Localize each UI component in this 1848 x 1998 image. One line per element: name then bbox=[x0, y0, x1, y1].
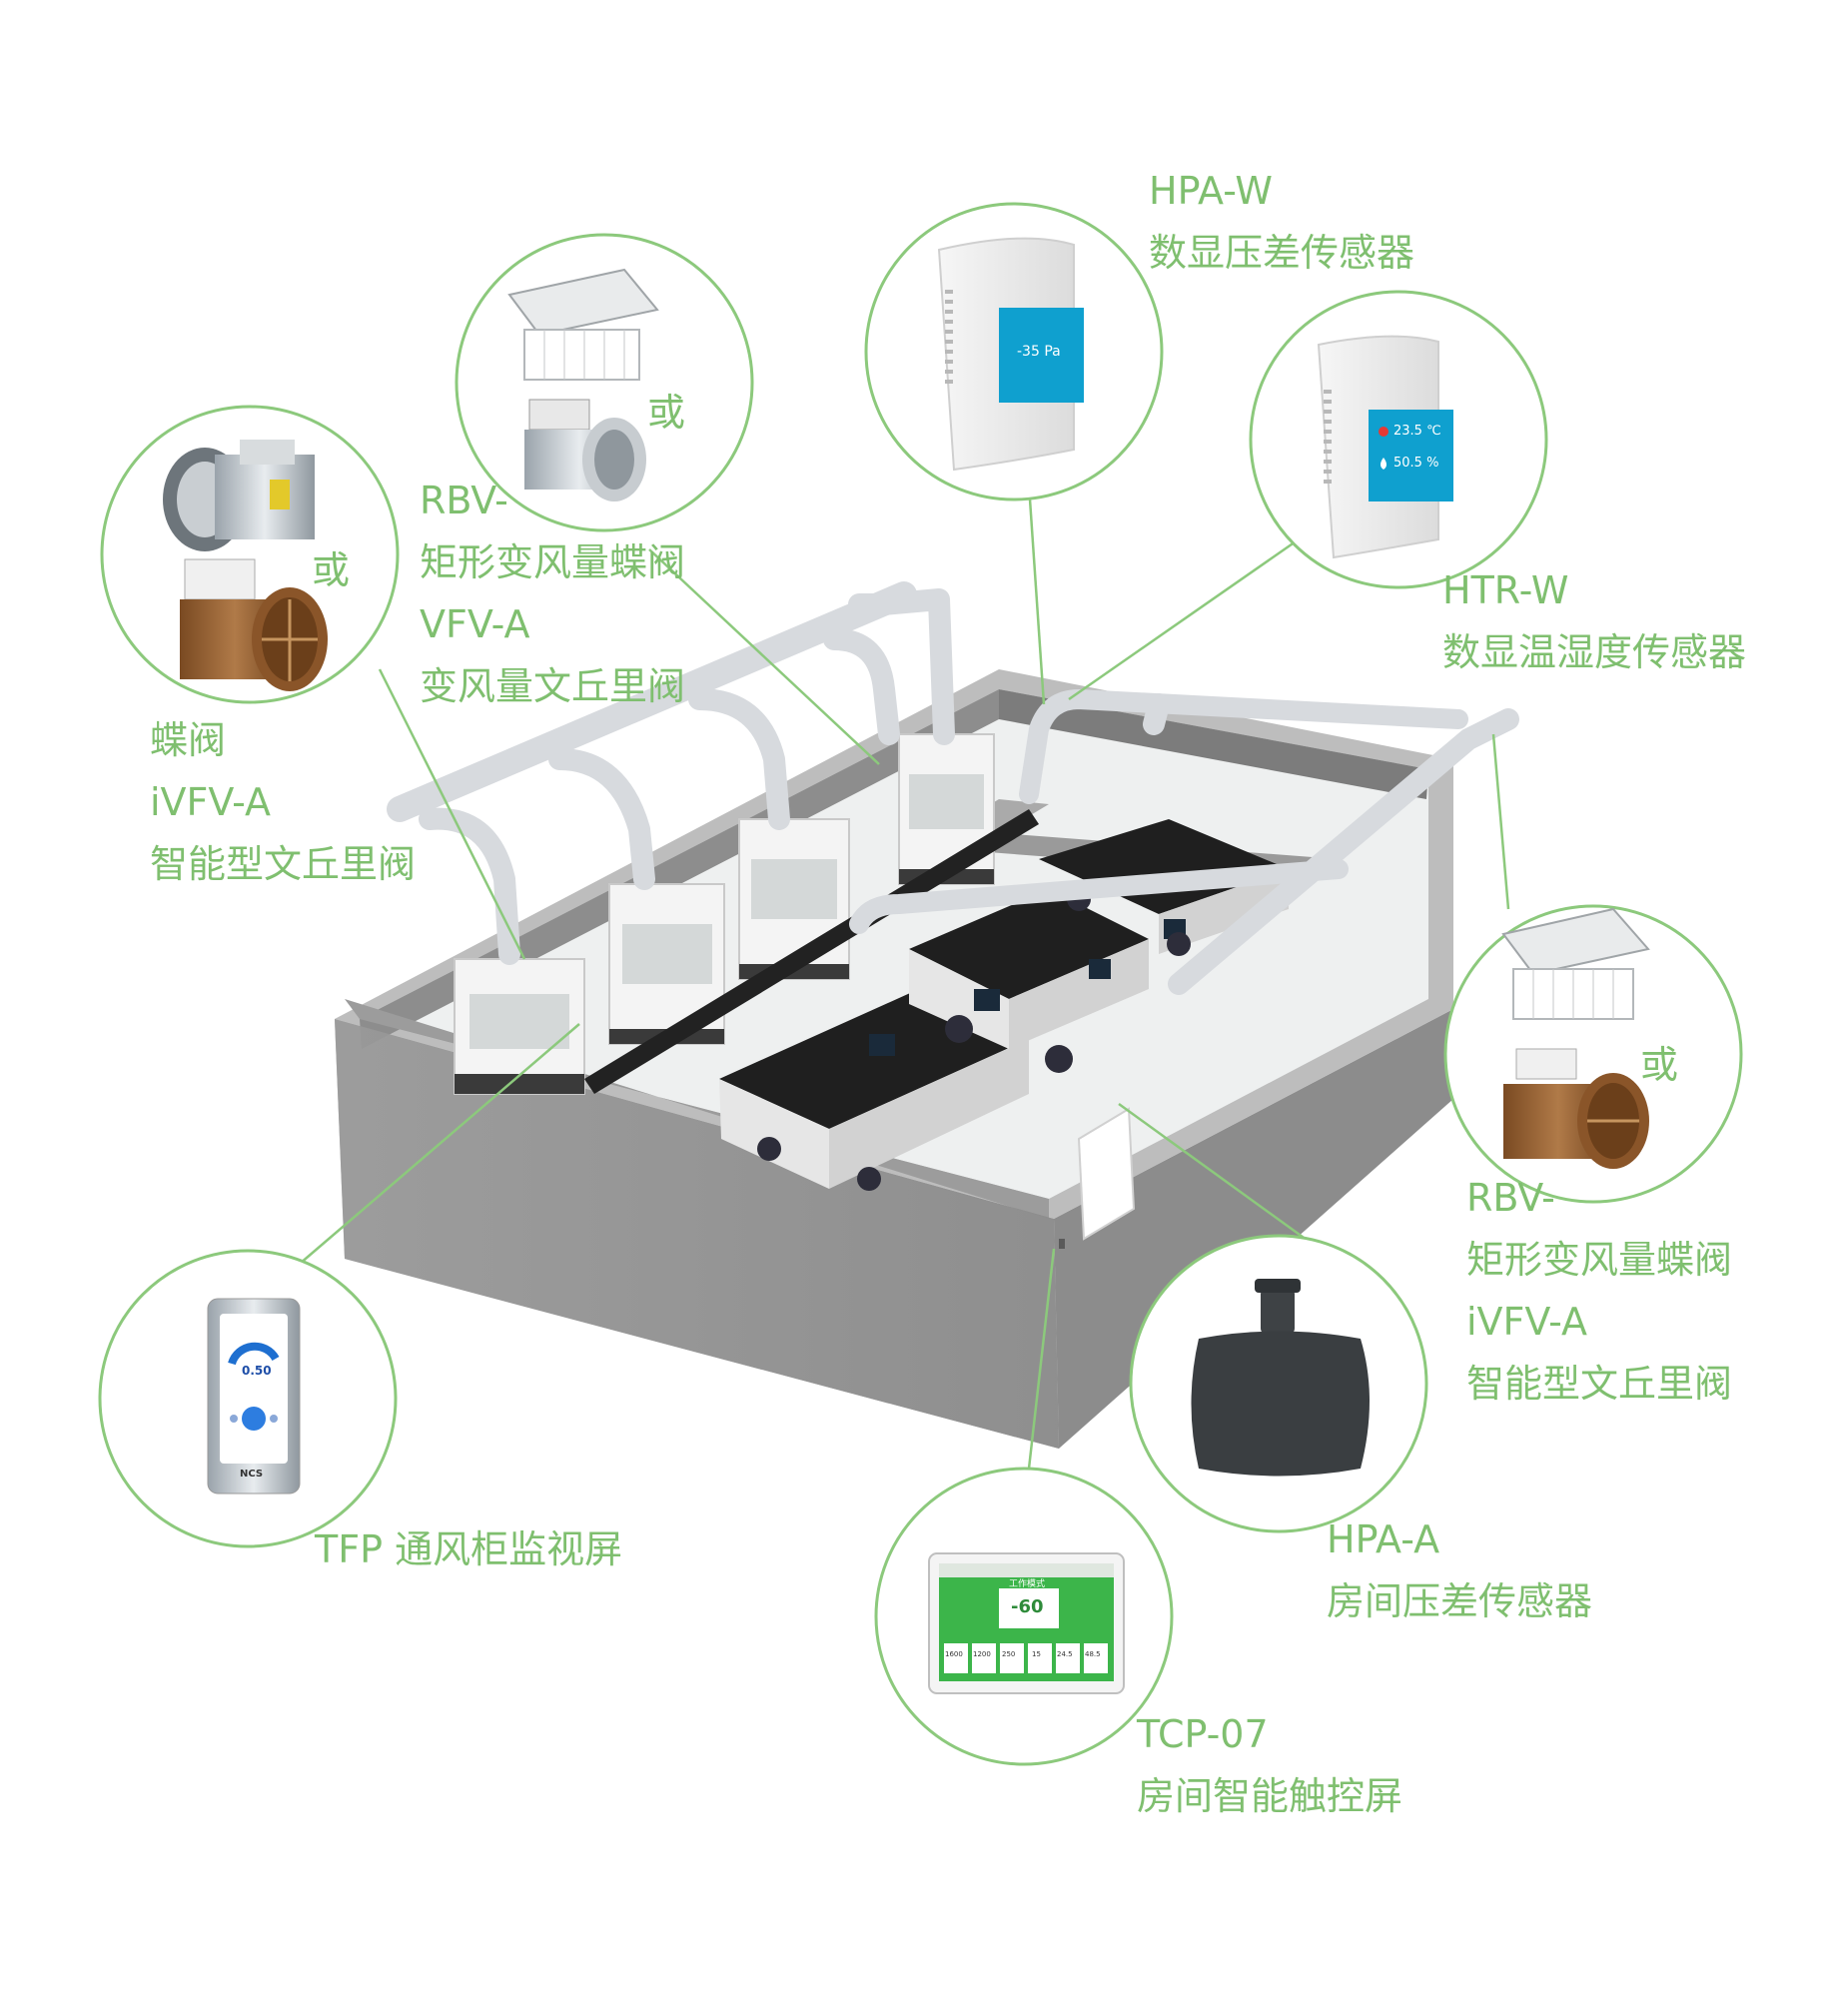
label-code: iVFV-A bbox=[1466, 1300, 1588, 1344]
ductwork bbox=[387, 581, 1519, 995]
label-code: HTR-W bbox=[1442, 568, 1569, 612]
tfp-monitor-device bbox=[207, 1298, 301, 1495]
tcp-cell: 250 bbox=[1002, 1650, 1016, 1658]
label-name: 变风量文丘里阀 bbox=[420, 664, 686, 708]
label-name: 数显温湿度传感器 bbox=[1442, 630, 1747, 674]
or-word-right: 或 bbox=[1640, 1043, 1679, 1087]
tcp-cell: 48.5 bbox=[1085, 1650, 1101, 1658]
hpa-w-screen-reading: -35 Pa bbox=[1017, 344, 1061, 360]
hpa-w-sensor-device bbox=[937, 237, 1084, 472]
tcp-header-text: 工作模式 bbox=[1009, 1579, 1046, 1589]
tcp-screen-value: -60 bbox=[1011, 1596, 1044, 1617]
label-code: VFV-A bbox=[420, 602, 530, 646]
label-name: 数显压差传感器 bbox=[1149, 231, 1415, 275]
label-name: 房间压差传感器 bbox=[1327, 1579, 1593, 1623]
tcp-cell: 24.5 bbox=[1057, 1650, 1073, 1658]
rectangular-damper-and-butterfly-right bbox=[1501, 907, 1650, 1169]
tfp-screen-value: 0.50 bbox=[242, 1364, 272, 1378]
rectangular-damper-and-venturi-top bbox=[507, 268, 659, 501]
label-rbv-right: RBV- 矩形变风量蝶阀 iVFV-A 智能型文丘里阀 bbox=[1466, 1167, 1732, 1415]
fume-hoods bbox=[454, 733, 1039, 1095]
label-hpa-a: HPA-A 房间压差传感器 bbox=[1327, 1508, 1592, 1632]
label-name: 蝶阀 bbox=[150, 718, 227, 762]
label-code: RBV- bbox=[420, 479, 508, 522]
label-name: 智能型文丘里阀 bbox=[150, 842, 417, 886]
label-tcp-07: TCP-07 房间智能触控屏 bbox=[1137, 1703, 1402, 1827]
venturi-and-butterfly-valve-left bbox=[163, 440, 328, 691]
htr-w-temp-reading: 23.5 ℃ bbox=[1393, 424, 1441, 439]
or-word-top: 或 bbox=[647, 391, 686, 435]
tfp-brand-logo: NCS bbox=[240, 1469, 264, 1480]
label-butterfly-left: 蝶阀 iVFV-A 智能型文丘里阀 bbox=[150, 709, 416, 895]
label-tfp: TFP 通风柜监视屏 bbox=[315, 1518, 622, 1580]
label-code: HPA-W bbox=[1149, 169, 1273, 213]
droplet-icon bbox=[1381, 458, 1386, 470]
tcp-cell: 1200 bbox=[973, 1650, 991, 1658]
label-text: TFP 通风柜监视屏 bbox=[315, 1527, 623, 1571]
label-hpa-w: HPA-W 数显压差传感器 bbox=[1149, 160, 1414, 284]
label-name: 矩形变风量蝶阀 bbox=[420, 540, 686, 584]
or-word-left: 或 bbox=[312, 548, 351, 592]
htr-w-sensor-device bbox=[1317, 335, 1453, 559]
label-name: 智能型文丘里阀 bbox=[1466, 1362, 1733, 1406]
tcp-07-touch-panel-device bbox=[928, 1552, 1125, 1694]
lab-benches bbox=[719, 819, 1289, 1191]
label-name: 矩形变风量蝶阀 bbox=[1466, 1238, 1733, 1282]
label-name: 房间智能触控屏 bbox=[1137, 1774, 1403, 1818]
tcp-cell: 1600 bbox=[945, 1650, 963, 1658]
label-htr-w: HTR-W 数显温湿度传感器 bbox=[1442, 559, 1746, 683]
hpa-a-sensor-device bbox=[1191, 1279, 1370, 1477]
tcp-cell: 15 bbox=[1032, 1650, 1041, 1658]
label-code: iVFV-A bbox=[150, 780, 272, 824]
label-code: RBV- bbox=[1466, 1176, 1555, 1220]
label-rbv-top: RBV- 矩形变风量蝶阀 VFV-A 变风量文丘里阀 bbox=[420, 470, 685, 717]
label-code: TCP-07 bbox=[1137, 1712, 1269, 1756]
label-code: HPA-A bbox=[1327, 1517, 1440, 1561]
thermometer-icon bbox=[1379, 427, 1388, 437]
htr-w-humidity-reading: 50.5 % bbox=[1393, 456, 1439, 471]
